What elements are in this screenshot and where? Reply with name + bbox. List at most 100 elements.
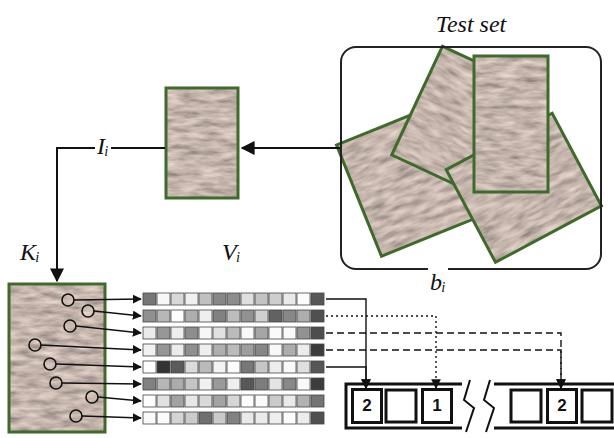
descriptor-cell <box>241 378 254 390</box>
descriptor-cell <box>143 327 156 339</box>
descriptor-cell <box>255 412 268 424</box>
descriptor-cell <box>255 395 268 407</box>
histogram-cell: 2 <box>546 388 578 424</box>
descriptor-cell <box>143 395 156 407</box>
descriptor-cell <box>143 412 156 424</box>
bin-link <box>326 333 561 388</box>
image-label: Iᵢ <box>95 132 111 160</box>
descriptor-cell <box>171 395 184 407</box>
descriptor-cell <box>311 412 324 424</box>
leader-line <box>56 364 141 367</box>
descriptor-cell <box>199 378 212 390</box>
descriptor-cell <box>269 293 282 305</box>
descriptor-cell <box>171 310 184 322</box>
leader-line <box>82 416 141 418</box>
region-title: Test set <box>342 10 600 38</box>
descriptor-cell <box>297 327 310 339</box>
descriptor-cell <box>185 293 198 305</box>
descriptor-cell <box>283 327 296 339</box>
descriptor-cell <box>199 310 212 322</box>
descriptor-cell <box>171 344 184 356</box>
descriptor-cell <box>227 344 240 356</box>
descriptor-cell <box>185 412 198 424</box>
histogram-break <box>484 380 494 432</box>
descriptor-cell <box>255 344 268 356</box>
keypoint-circle <box>44 358 56 370</box>
leader-line <box>74 299 141 300</box>
descriptor-cell <box>171 412 184 424</box>
descriptor-cell <box>143 293 156 305</box>
bin-count: 2 <box>557 396 566 416</box>
descriptor-cell <box>157 293 170 305</box>
descriptor-cell <box>297 310 310 322</box>
bin-links <box>326 299 561 388</box>
descriptor-cell <box>185 395 198 407</box>
keypoint-circle <box>29 339 41 351</box>
descriptor-cell <box>269 344 282 356</box>
bin-link <box>326 299 366 388</box>
descriptor-cell <box>297 293 310 305</box>
histogram-cell: 2 <box>351 388 383 424</box>
descriptor-cell <box>227 293 240 305</box>
descriptor-cell <box>297 412 310 424</box>
histogram-label: bᵢ <box>428 268 448 296</box>
descriptor-cell <box>283 395 296 407</box>
descriptor-cell <box>213 361 226 373</box>
bin-link <box>326 367 366 388</box>
descriptor-cell <box>283 293 296 305</box>
leader-line <box>76 326 141 333</box>
keypoint-circle <box>50 377 62 389</box>
keypoints <box>29 294 141 422</box>
flow-arrow <box>57 148 165 281</box>
descriptor-cell <box>157 327 170 339</box>
descriptor-cell <box>227 395 240 407</box>
descriptor-cell <box>283 310 296 322</box>
descriptor-cell <box>157 412 170 424</box>
descriptor-cell <box>297 361 310 373</box>
descriptor-cell <box>171 327 184 339</box>
keypoint-circle <box>82 305 94 317</box>
bin-link <box>326 350 561 388</box>
bark-photo <box>474 56 548 192</box>
descriptor-cell <box>269 310 282 322</box>
descriptor-cell <box>311 361 324 373</box>
leader-line <box>98 397 141 401</box>
descriptor-cell <box>157 310 170 322</box>
descriptor-cell <box>269 412 282 424</box>
keypoint-circle <box>86 391 98 403</box>
descriptor-cell <box>199 412 212 424</box>
bark-photo <box>166 88 238 198</box>
descriptor-cell <box>269 395 282 407</box>
descriptor-cell <box>311 344 324 356</box>
descriptor-cell <box>297 378 310 390</box>
descriptor-cell <box>199 293 212 305</box>
descriptor-cell <box>227 412 240 424</box>
descriptor-cell <box>311 378 324 390</box>
descriptor-cell <box>157 344 170 356</box>
descriptor-cell <box>213 378 226 390</box>
descriptor-cell <box>157 361 170 373</box>
leader-line <box>62 383 141 384</box>
keypoint-circle <box>70 410 82 422</box>
descriptor-cell <box>255 361 268 373</box>
descriptor-cell <box>199 327 212 339</box>
descriptor-cell <box>185 378 198 390</box>
keypoint-circle <box>64 320 76 332</box>
leader-line <box>94 311 141 316</box>
descriptor-cell <box>283 378 296 390</box>
descriptor-cell <box>199 344 212 356</box>
bark-photo <box>9 284 105 432</box>
descriptor-cell <box>227 327 240 339</box>
descriptor-cell <box>255 327 268 339</box>
descriptor-cell <box>199 361 212 373</box>
descriptor-cell <box>213 327 226 339</box>
descriptor-cell <box>241 293 254 305</box>
descriptor-cell <box>227 310 240 322</box>
descriptor-cell <box>241 327 254 339</box>
descriptor-rows <box>143 293 324 424</box>
descriptor-cell <box>241 395 254 407</box>
descriptor-cell <box>185 310 198 322</box>
descriptor-cell <box>241 412 254 424</box>
